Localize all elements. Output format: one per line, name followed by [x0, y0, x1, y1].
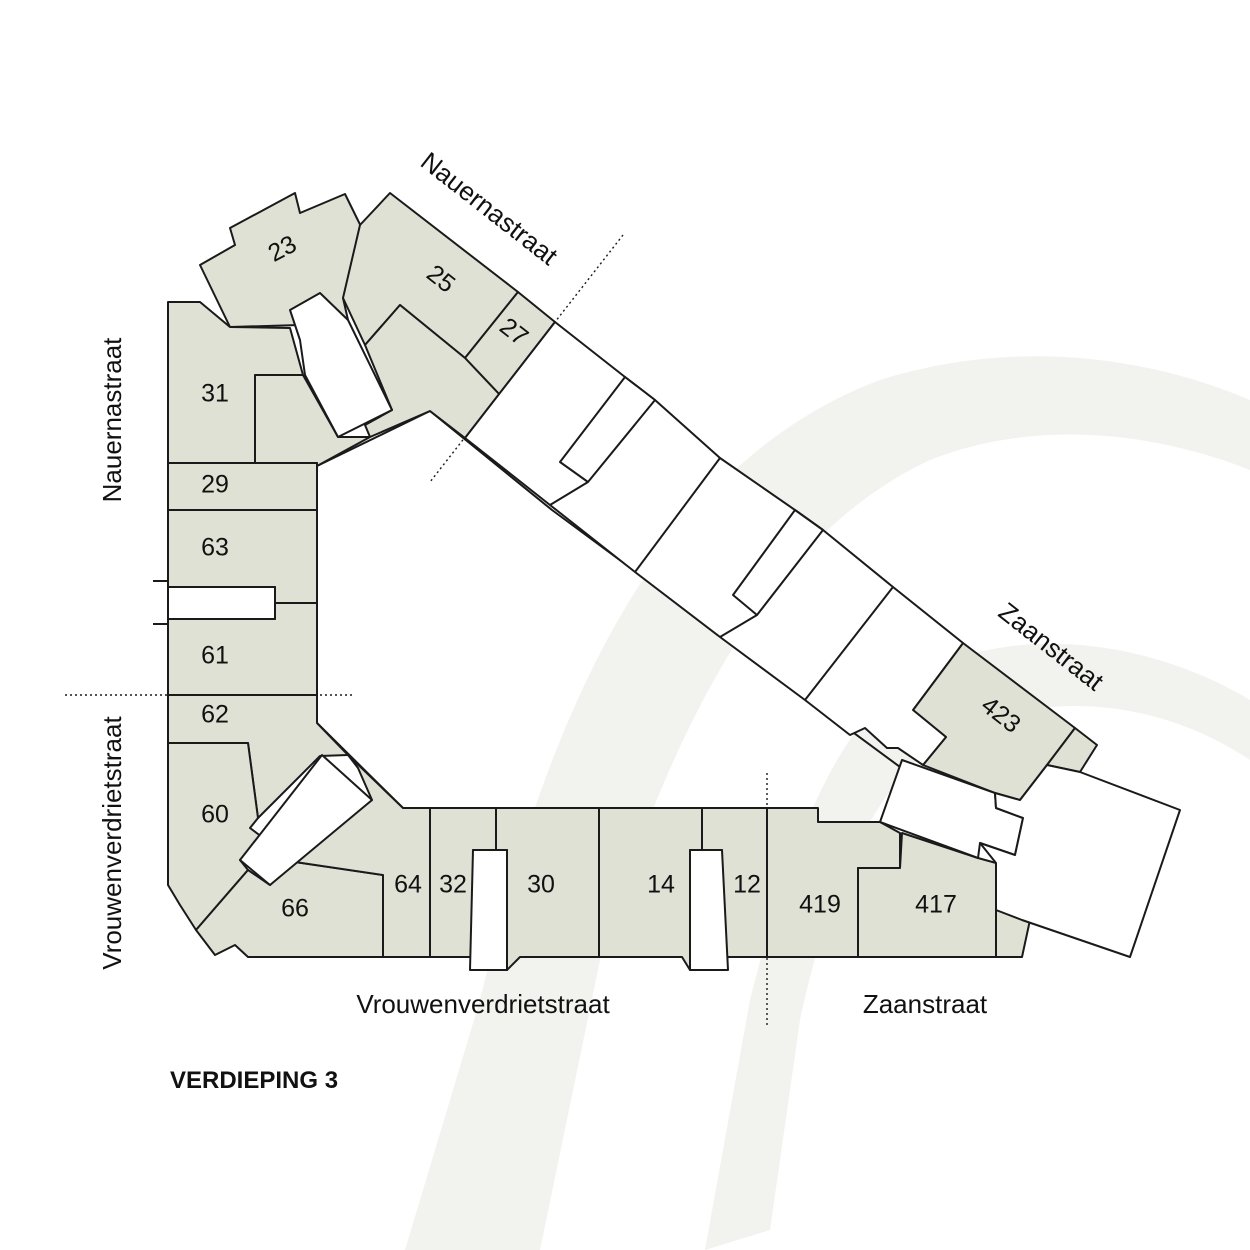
- unit-label-12: 12: [733, 871, 761, 899]
- passage-32-30: [469, 849, 508, 971]
- unit-label-66: 66: [281, 895, 309, 923]
- entrance-west: [167, 586, 276, 620]
- street-label-vrouwenverdrietstraat-left: Vrouwenverdrietstraat: [97, 716, 127, 970]
- white-spaces: [153, 292, 1181, 971]
- floor-label: VERDIEPING 3: [170, 1067, 338, 1094]
- unit-29[interactable]: [167, 462, 318, 511]
- stairwell-nw: [289, 292, 393, 438]
- unit-label-62: 62: [201, 701, 229, 729]
- unit-label-419: 419: [799, 891, 841, 919]
- unit-label-14: 14: [647, 871, 675, 899]
- unit-label-29: 29: [201, 471, 229, 499]
- street-label-vrouwenverdrietstraat-bottom: Vrouwenverdrietstraat: [356, 989, 610, 1019]
- block-east: [979, 764, 1181, 958]
- unit-label-31: 31: [201, 380, 229, 408]
- stairwell-sw: [239, 754, 373, 886]
- unit-label-64: 64: [394, 871, 422, 899]
- watermark-arches: [405, 356, 1250, 1250]
- passage-14-12: [689, 849, 729, 971]
- street-label-zaanstraat-bottom: Zaanstraat: [863, 989, 988, 1019]
- unit-label-63: 63: [201, 534, 229, 562]
- unit-label-30: 30: [527, 871, 555, 899]
- unit-label-61: 61: [201, 642, 229, 670]
- unit-label-60: 60: [201, 801, 229, 829]
- unit-417[interactable]: [857, 832, 997, 958]
- building-units: [167, 192, 1098, 971]
- street-label-nauernastraat-left: Nauernastraat: [97, 337, 127, 503]
- unit-label-32: 32: [439, 871, 467, 899]
- unit-64[interactable]: [294, 754, 431, 958]
- unit-label-417: 417: [915, 891, 957, 919]
